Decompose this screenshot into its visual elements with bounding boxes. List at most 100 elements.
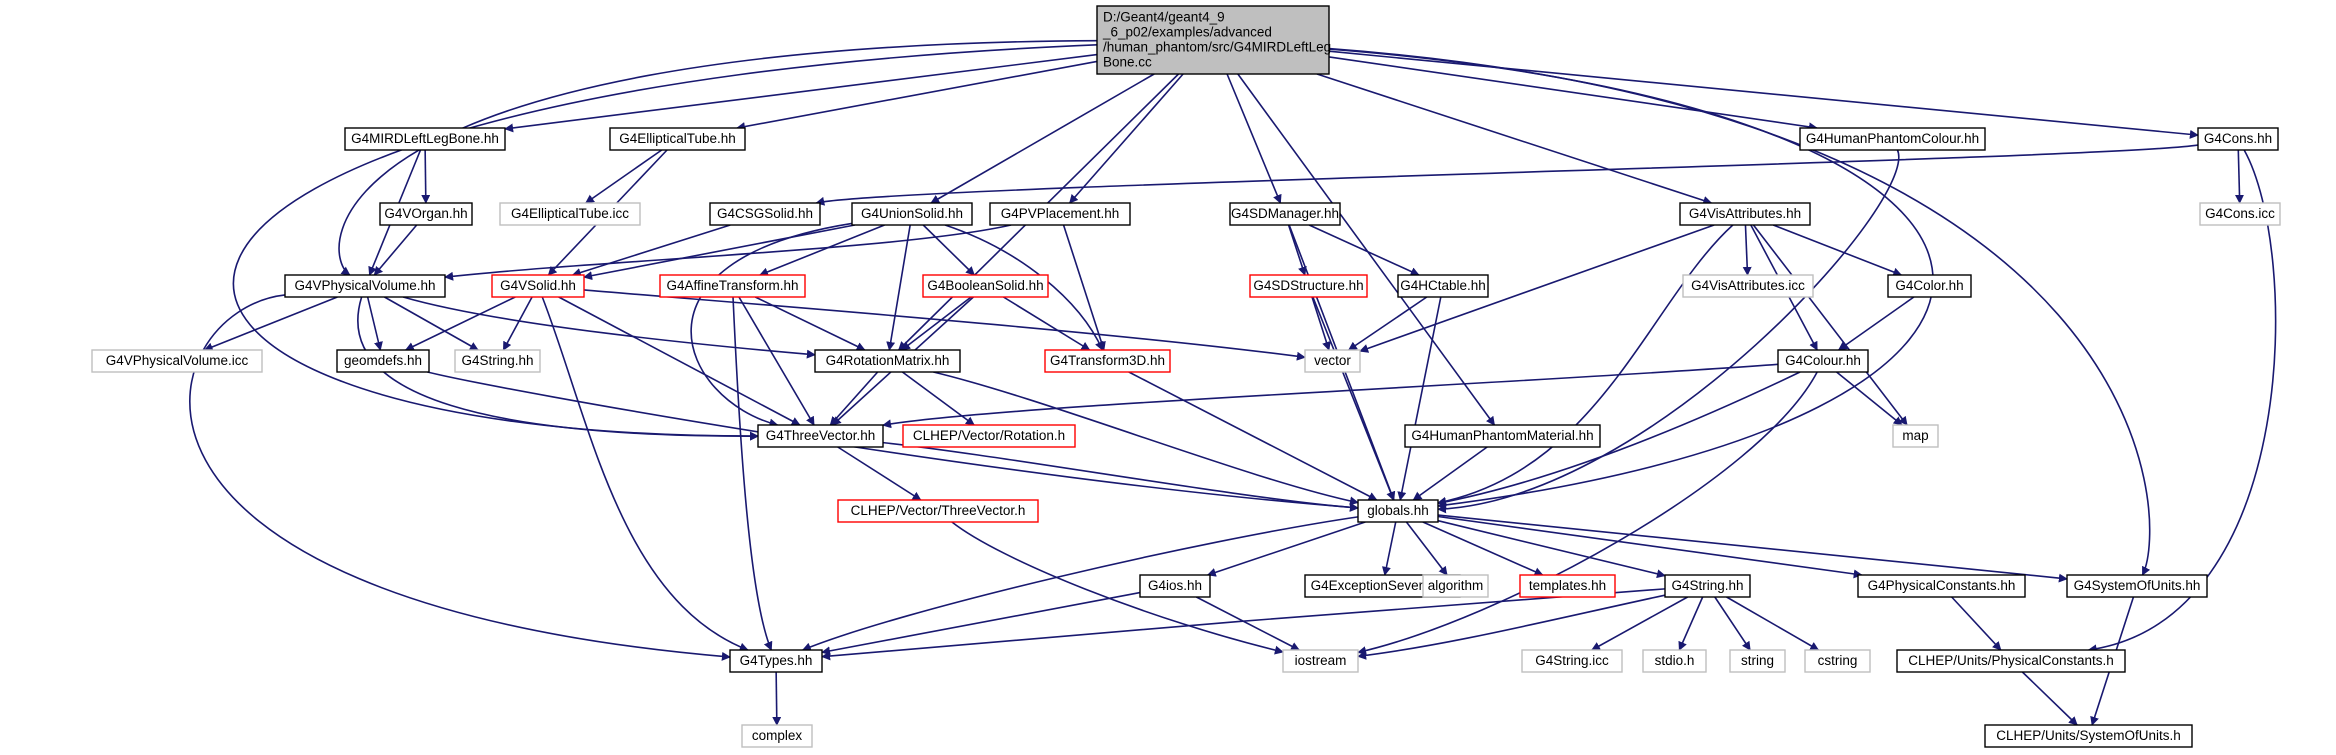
edge-G4VisAttributes_hh-to-map — [1752, 224, 1908, 426]
node-G4VPhysicalVolume_icc: G4VPhysicalVolume.icc — [91, 349, 263, 373]
node-box — [1229, 202, 1341, 226]
node-G4SystemOfUnits_hh[interactable]: G4SystemOfUnits.hh — [2066, 574, 2208, 598]
node-G4HCtable_hh[interactable]: G4HCtable.hh — [1397, 274, 1489, 298]
node-G4PhysicalConstants_hh[interactable]: G4PhysicalConstants.hh — [1857, 574, 2026, 598]
node-CLHEP_Rotation_h[interactable]: CLHEP/Vector/Rotation.h — [902, 424, 1076, 448]
node-box — [2066, 574, 2208, 598]
node-label: G4BooleanSolid.hh — [927, 278, 1043, 293]
node-label: Bone.cc — [1103, 55, 1152, 70]
edge-G4VPhysicalVolume_hh-to-G4ThreeVector_hh — [357, 296, 759, 441]
edge-root-to-G4MIRDLeftLegBone_hh — [504, 53, 1098, 133]
node-cstring: cstring — [1804, 649, 1871, 673]
edge-root-to-G4SDManager_hh — [1226, 73, 1282, 204]
node-label: G4ThreeVector.hh — [766, 428, 876, 443]
node-G4Transform3D_hh[interactable]: G4Transform3D.hh — [1044, 349, 1171, 373]
node-label: G4HumanPhantomColour.hh — [1806, 131, 1979, 146]
edge-root-to-G4EllipticalTube_hh — [736, 60, 1098, 131]
node-label: G4VisAttributes.icc — [1691, 278, 1805, 293]
node-G4SDStructure_hh[interactable]: G4SDStructure.hh — [1249, 274, 1368, 298]
node-box — [989, 202, 1131, 226]
edge-globals_hh-to-G4String_hh — [1437, 519, 1666, 579]
node-G4VSolid_hh[interactable]: G4VSolid.hh — [491, 274, 585, 298]
node-root[interactable]: D:/Geant4/geant4_9_6_p02/examples/advanc… — [1096, 5, 1331, 75]
node-CLHEP_PhysicalConstants_h[interactable]: CLHEP/Units/PhysicalConstants.h — [1896, 649, 2126, 673]
node-globals_hh[interactable]: globals.hh — [1357, 499, 1439, 523]
edge-G4String_hh-to-G4String_icc — [1591, 596, 1689, 651]
edge-G4Colour_hh-to-globals_hh — [1437, 371, 1801, 507]
node-G4PVPlacement_hh[interactable]: G4PVPlacement.hh — [989, 202, 1131, 226]
edge-G4Colour_hh-to-iostream — [1357, 371, 1818, 656]
node-label: string — [1741, 653, 1774, 668]
node-G4Cons_hh[interactable]: G4Cons.hh — [2197, 127, 2279, 151]
edge-G4VSolid_hh-to-G4String_hh_a — [502, 296, 533, 351]
node-box — [1404, 424, 1601, 448]
node-CLHEP_SystemOfUnits_h[interactable]: CLHEP/Units/SystemOfUnits.h — [1984, 724, 2193, 748]
node-label: G4String.hh — [1671, 578, 1743, 593]
node-templates_hh[interactable]: templates.hh — [1519, 574, 1616, 598]
node-label: vector — [1314, 353, 1351, 368]
edge-globals_hh-to-templates_hh — [1422, 521, 1544, 576]
node-G4VOrgan_hh[interactable]: G4VOrgan.hh — [379, 202, 473, 226]
edge-G4MIRDLeftLegBone_hh-to-G4VOrgan_hh — [421, 149, 431, 204]
edge-globals_hh-to-G4Types_hh — [801, 516, 1359, 652]
edge-globals_hh-to-G4PhysicalConstants_hh — [1437, 515, 1863, 579]
node-G4CSGSolid_hh[interactable]: G4CSGSolid.hh — [709, 202, 821, 226]
edge-G4VPhysicalVolume_hh-to-G4RotationMatrix_hh — [402, 296, 816, 359]
node-box — [1357, 499, 1439, 523]
edge-globals_hh-to-G4ExceptionSeverity_hh — [1382, 521, 1397, 576]
node-box — [1857, 574, 2026, 598]
node-G4AffineTransform_hh[interactable]: G4AffineTransform.hh — [659, 274, 806, 298]
node-G4VPhysicalVolume_hh[interactable]: G4VPhysicalVolume.hh — [284, 274, 446, 298]
node-G4HumanPhantomMaterial_hh[interactable]: G4HumanPhantomMaterial.hh — [1404, 424, 1601, 448]
node-G4String_hh[interactable]: G4String.hh — [1664, 574, 1751, 598]
node-label: complex — [752, 728, 803, 743]
edge-G4PVPlacement_hh-to-G4Transform3D_hh — [1062, 224, 1106, 351]
node-label: G4HCtable.hh — [1400, 278, 1486, 293]
node-G4VisAttributes_hh[interactable]: G4VisAttributes.hh — [1679, 202, 1811, 226]
node-label: D:/Geant4/geant4_9 — [1103, 10, 1225, 25]
node-box — [1249, 274, 1368, 298]
node-geomdefs_hh[interactable]: geomdefs.hh — [336, 349, 430, 373]
node-G4ExceptionSeverity_hh[interactable]: G4ExceptionSeverity.hh — [1304, 574, 1461, 598]
edge-G4AffineTransform_hh-to-G4RotationMatrix_hh — [754, 296, 866, 351]
node-box — [2199, 202, 2281, 226]
edge-G4PVPlacement_hh-to-G4VPhysicalVolume_hh — [444, 224, 1012, 281]
node-map: map — [1892, 424, 1939, 448]
edge-G4RotationMatrix_hh-to-globals_hh — [933, 371, 1359, 506]
node-box — [1521, 649, 1623, 673]
edge-G4VisAttributes_hh-to-globals_hh — [1437, 224, 1734, 506]
node-G4SDManager_hh[interactable]: G4SDManager.hh — [1229, 202, 1341, 226]
node-label: G4SystemOfUnits.hh — [2074, 578, 2201, 593]
edge-G4ios_hh-to-G4Types_hh — [821, 591, 1141, 656]
node-G4EllipticalTube_hh[interactable]: G4EllipticalTube.hh — [609, 127, 746, 151]
node-G4ios_hh[interactable]: G4ios.hh — [1139, 574, 1211, 598]
node-G4Colour_hh[interactable]: G4Colour.hh — [1777, 349, 1869, 373]
node-G4HumanPhantomColour_hh[interactable]: G4HumanPhantomColour.hh — [1799, 127, 1986, 151]
edge-G4UnionSolid_hh-to-G4BooleanSolid_hh — [922, 224, 975, 276]
edge-root-to-G4Cons_hh — [1328, 50, 2199, 139]
node-label: G4VisAttributes.hh — [1689, 206, 1801, 221]
edge-G4RotationMatrix_hh-to-CLHEP_Rotation_h — [901, 371, 975, 426]
node-G4Color_hh[interactable]: G4Color.hh — [1887, 274, 1972, 298]
node-box — [1397, 274, 1489, 298]
edge-globals_hh-to-G4SystemOfUnits_hh — [1437, 514, 2068, 583]
node-box — [729, 649, 823, 673]
node-G4RotationMatrix_hh[interactable]: G4RotationMatrix.hh — [814, 349, 961, 373]
node-G4Types_hh[interactable]: G4Types.hh — [729, 649, 823, 673]
node-box — [1282, 649, 1359, 673]
node-label: G4CSGSolid.hh — [717, 206, 813, 221]
node-G4UnionSolid_hh[interactable]: G4UnionSolid.hh — [851, 202, 973, 226]
node-box — [1887, 274, 1972, 298]
node-label: G4RotationMatrix.hh — [826, 353, 950, 368]
node-box — [1799, 127, 1986, 151]
edge-G4VSolid_hh-to-vector — [583, 289, 1306, 361]
edge-G4VSolid_hh-to-geomdefs_hh — [404, 296, 516, 351]
node-G4BooleanSolid_hh[interactable]: G4BooleanSolid.hh — [922, 274, 1049, 298]
node-G4MIRDLeftLegBone_hh[interactable]: G4MIRDLeftLegBone.hh — [344, 127, 506, 151]
node-box — [1804, 649, 1871, 673]
edge-G4Cons_hh-to-G4Cons_icc — [2234, 149, 2244, 204]
nodes-layer: D:/Geant4/geant4_9_6_p02/examples/advanc… — [91, 5, 2281, 748]
node-CLHEP_ThreeVector_h[interactable]: CLHEP/Vector/ThreeVector.h — [837, 499, 1039, 523]
node-G4ThreeVector_hh[interactable]: G4ThreeVector.hh — [757, 424, 884, 448]
node-box — [284, 274, 446, 298]
